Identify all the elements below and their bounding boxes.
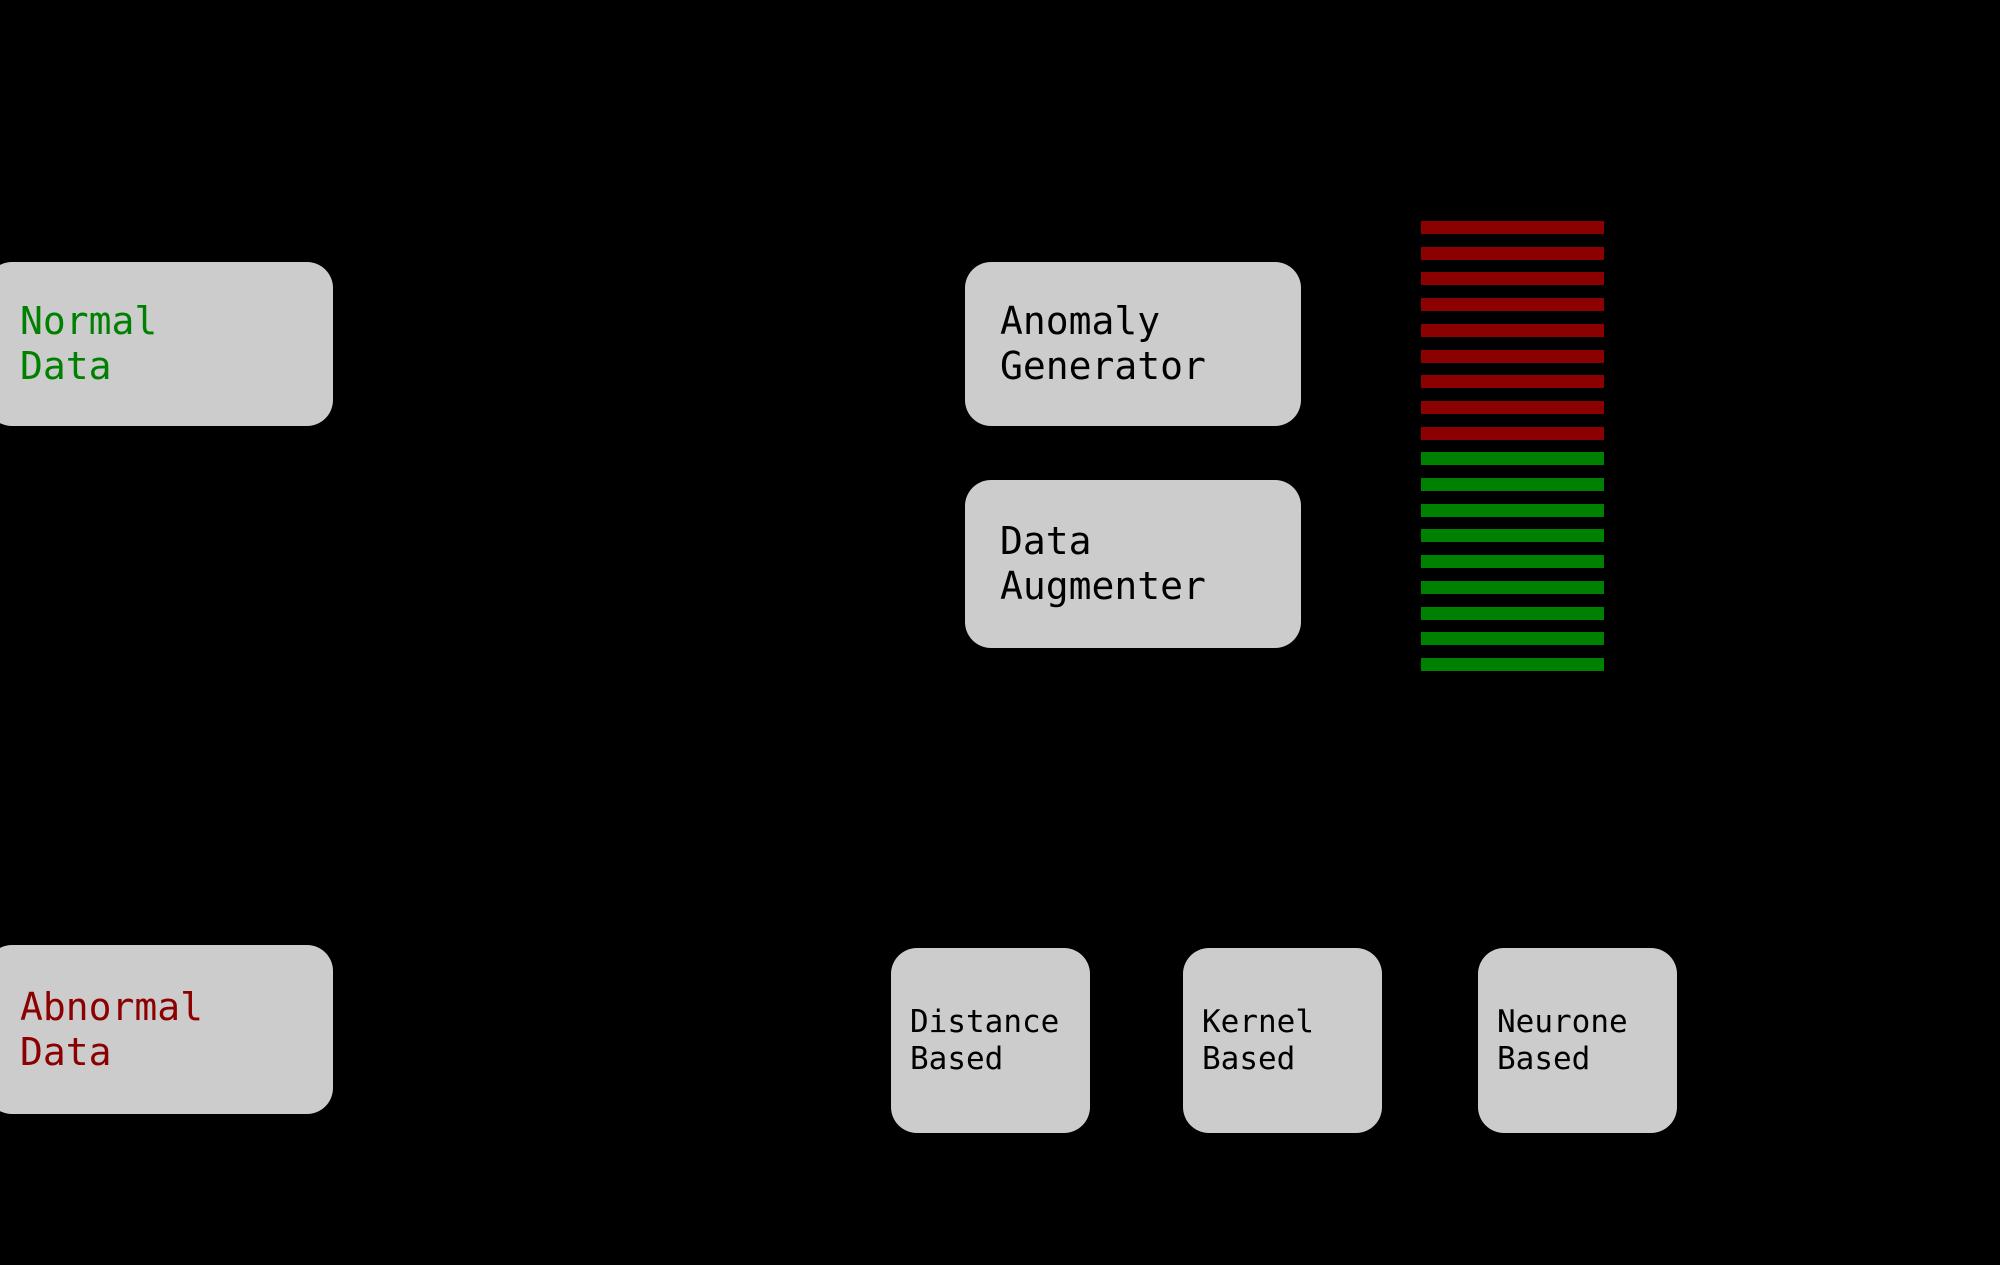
node-abnormal-data[interactable]: Abnormal Data <box>0 945 333 1114</box>
node-abnormal-data-line2: Data <box>20 1029 112 1074</box>
node-anomaly-generator-line2: Generator <box>1000 344 1206 388</box>
node-neurone-based-line2: Based <box>1497 1040 1591 1077</box>
stripe-anomalous <box>1421 426 1604 440</box>
node-kernel-based-line1: Kernel <box>1202 1003 1314 1040</box>
stripe-normal <box>1421 555 1604 569</box>
node-kernel-based-line2: Based <box>1202 1040 1296 1077</box>
node-data-augmenter-line1: Data <box>1000 519 1092 564</box>
stripe-anomalous <box>1421 298 1604 312</box>
node-anomaly-generator[interactable]: Anomaly Generator <box>965 262 1301 426</box>
stripe-anomalous <box>1421 272 1604 286</box>
node-data-augmenter[interactable]: Data Augmenter <box>965 480 1301 648</box>
node-anomaly-generator-line1: Anomaly <box>1000 299 1161 344</box>
stripe-normal <box>1421 529 1604 543</box>
node-normal-data-line1: Normal <box>20 299 158 344</box>
striped-dataset-glyph <box>1421 221 1604 675</box>
stripe-normal <box>1421 478 1604 491</box>
stripe-normal <box>1421 452 1604 466</box>
node-normal-data-line2: Data <box>20 344 112 388</box>
stripe-anomalous <box>1421 375 1604 389</box>
node-distance-based[interactable]: Distance Based <box>891 948 1090 1133</box>
node-data-augmenter-line2: Augmenter <box>1000 564 1206 608</box>
node-neurone-based[interactable]: Neurone Based <box>1478 948 1677 1133</box>
node-distance-based-line1: Distance <box>910 1003 1060 1040</box>
node-abnormal-data-line1: Abnormal <box>20 984 204 1029</box>
stripe-anomalous <box>1421 400 1604 414</box>
stripe-normal <box>1421 632 1604 646</box>
stripe-anomalous <box>1421 221 1604 234</box>
node-kernel-based[interactable]: Kernel Based <box>1183 948 1382 1133</box>
stripe-normal <box>1421 657 1604 671</box>
stripe-normal <box>1421 503 1604 517</box>
stripe-anomalous <box>1421 323 1604 337</box>
node-normal-data[interactable]: Normal Data <box>0 262 333 426</box>
node-distance-based-line2: Based <box>910 1040 1004 1077</box>
stripe-normal <box>1421 580 1604 594</box>
stripe-anomalous <box>1421 349 1604 363</box>
node-neurone-based-line1: Neurone <box>1497 1003 1628 1040</box>
stripe-normal <box>1421 606 1604 620</box>
stripe-anomalous <box>1421 246 1604 260</box>
